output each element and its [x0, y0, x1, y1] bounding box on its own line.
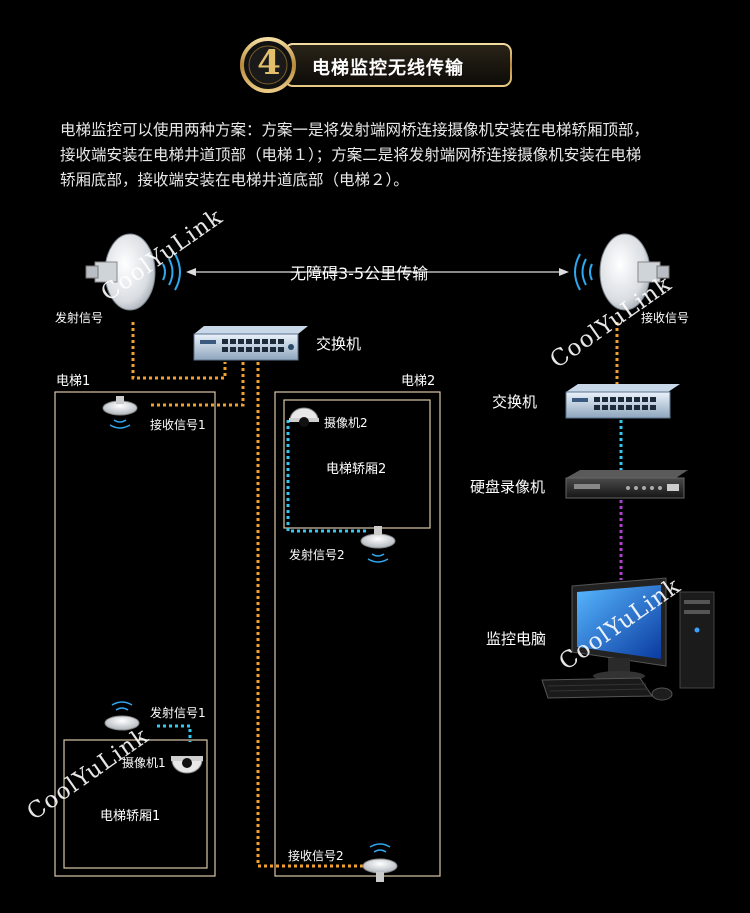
cyan-cables: [157, 420, 623, 742]
receive-antenna-icon: [599, 233, 670, 311]
camera-2-label: 摄像机2: [324, 416, 368, 430]
intro-paragraph: 电梯监控可以使用两种方案：方案一是将发射端网桥连接摄像机安装在电梯轿厢顶部， 接…: [60, 121, 650, 189]
send-antenna-icon: [85, 233, 156, 311]
elevator-shaft-1: [54, 391, 216, 877]
receive-signal-label: 接收信号: [641, 311, 690, 325]
car-2-label: 电梯轿厢2: [326, 462, 387, 477]
camera-1-label: 摄像机1: [122, 756, 166, 770]
title-number: 4: [257, 43, 281, 83]
send-antenna-2-icon: [360, 526, 396, 563]
orange-cables: [131, 322, 619, 868]
receive-signal-1-label: 接收信号1: [150, 418, 206, 432]
switch-left-label: 交换机: [316, 335, 362, 353]
monitor-pc-label: 监控电脑: [486, 630, 547, 648]
transmission-arrow: [186, 268, 569, 276]
send-antenna-1-icon: [104, 701, 140, 731]
elevator-car-1: [63, 739, 208, 869]
send-signal-1-label: 发射信号1: [150, 706, 206, 720]
elevator-shaft-2: [274, 391, 441, 877]
signal-waves-right-icon: [574, 253, 593, 291]
computer-icon: [541, 577, 715, 701]
switch-right-label: 交换机: [492, 393, 538, 411]
signal-waves-left-icon: [162, 253, 181, 291]
receive-antenna-2-icon: [362, 843, 398, 882]
nvr-icon: [565, 470, 688, 499]
camera-1-icon: [171, 756, 203, 774]
nvr-label: 硬盘录像机: [470, 478, 546, 496]
camera-2-icon: [289, 407, 319, 427]
title-badge-graphic: [240, 37, 512, 93]
receive-antenna-1-icon: [102, 396, 138, 429]
transmission-label: 无障碍3-5公里传输: [290, 264, 429, 283]
receive-signal-2-label: 接收信号2: [288, 849, 344, 863]
send-signal-2-label: 发射信号2: [289, 548, 345, 562]
elevator-2-label: 电梯2: [401, 374, 436, 389]
elevator-1-label: 电梯1: [56, 374, 91, 389]
send-signal-label: 发射信号: [55, 311, 104, 325]
page-title: 电梯监控无线传输: [312, 58, 464, 79]
switch-left-icon: [193, 326, 308, 361]
elevator-car-2: [283, 399, 431, 529]
switch-right-icon: [565, 384, 680, 419]
car-1-label: 电梯轿厢1: [100, 809, 161, 824]
